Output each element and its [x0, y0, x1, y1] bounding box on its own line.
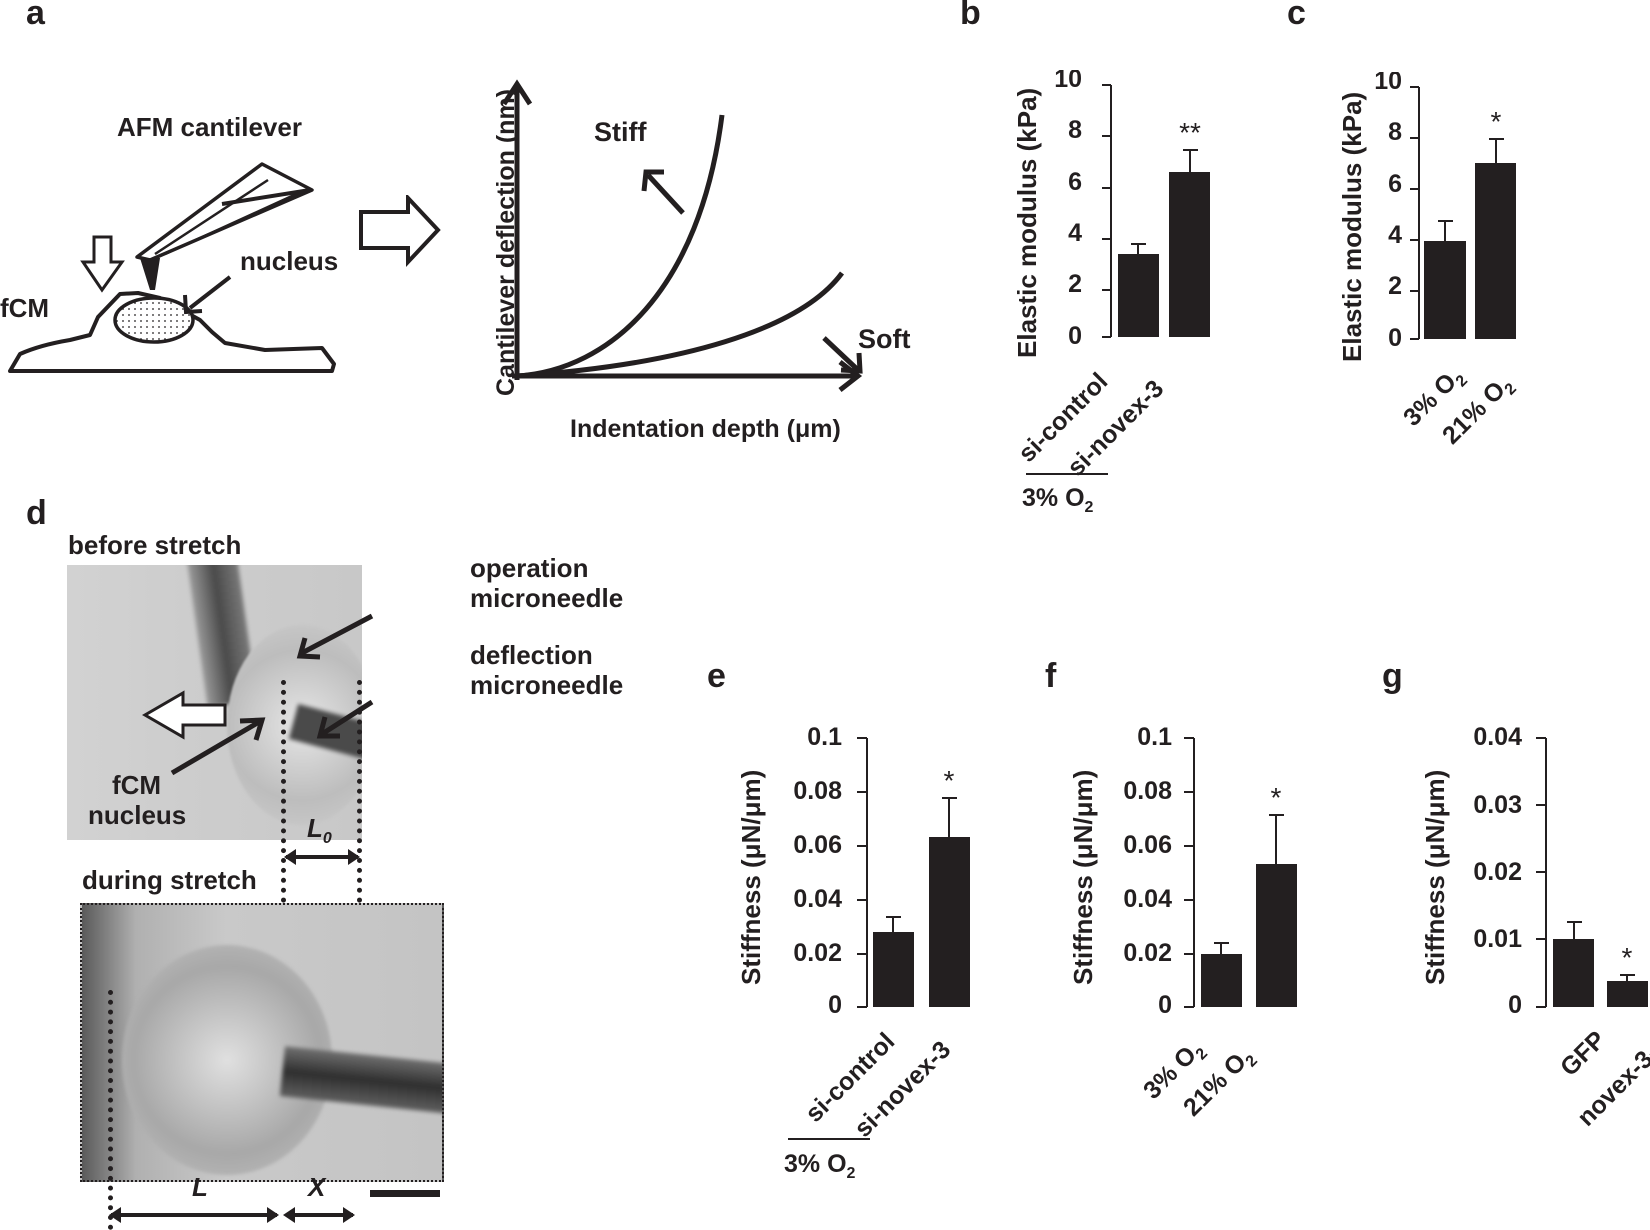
e-ylabel: Stiffness (μN/μm) — [736, 769, 766, 985]
force-indentation-curve — [501, 79, 863, 392]
svg-text:6: 6 — [1068, 168, 1082, 196]
during-stretch-label: during stretch — [82, 865, 257, 895]
panel-label-a: a — [26, 0, 45, 32]
soft-label: Soft — [858, 324, 911, 354]
bar-novex-3-1 — [1607, 981, 1648, 1007]
g-xtick-gfp: GFP — [1555, 1025, 1612, 1082]
chart-f: 0.1 0.08 0.06 0.04 0.02 0 * — [1123, 725, 1297, 1015]
svg-text:0.02: 0.02 — [1473, 858, 1522, 886]
cantilever-deflection-label: Cantilever deflection (nm) — [492, 89, 520, 396]
fcm-label: fCM — [0, 293, 50, 323]
svg-text:2: 2 — [1068, 270, 1082, 298]
during-stretch-micrograph — [80, 903, 444, 1182]
afm-cantilever-label: AFM cantilever — [117, 112, 302, 142]
svg-text:0.02: 0.02 — [793, 939, 842, 967]
bar-21-o2 — [1256, 864, 1297, 1007]
bar-si-novex-3 — [1169, 172, 1210, 337]
svg-text:0.08: 0.08 — [793, 777, 842, 805]
svg-text:**: ** — [1179, 117, 1201, 148]
svg-text:*: * — [1271, 782, 1282, 813]
chart-e: 0.1 0.08 0.06 0.04 0.02 0 * — [793, 725, 970, 1015]
svg-text:10: 10 — [1054, 70, 1082, 93]
bar-si-control — [873, 932, 914, 1007]
guide-line-l-left — [108, 990, 113, 1230]
l-label: L — [192, 1172, 208, 1202]
svg-text:6: 6 — [1388, 170, 1402, 198]
x-label: X — [308, 1172, 326, 1202]
bar-gfp — [1553, 939, 1594, 1007]
svg-text:4: 4 — [1388, 221, 1402, 249]
svg-text:0.01: 0.01 — [1473, 925, 1522, 953]
svg-text:0: 0 — [1388, 324, 1402, 352]
svg-text:0: 0 — [1508, 991, 1522, 1015]
svg-text:2: 2 — [1388, 272, 1402, 300]
bar-3-o2 — [1424, 241, 1466, 339]
panel-label-g: g — [1382, 657, 1403, 695]
pointer-arrows — [170, 613, 374, 776]
bar-3-o2 — [1201, 954, 1242, 1007]
svg-text:*: * — [944, 765, 955, 796]
svg-text:8: 8 — [1388, 118, 1402, 146]
svg-text:10: 10 — [1374, 72, 1402, 95]
svg-text:0.04: 0.04 — [1123, 885, 1172, 913]
svg-text:0.06: 0.06 — [1123, 831, 1172, 859]
cantilever-icon — [135, 162, 314, 262]
svg-text:4: 4 — [1068, 219, 1082, 247]
stiff-label: Stiff — [594, 117, 647, 147]
indentation-depth-label: Indentation depth (μm) — [570, 415, 841, 443]
nucleus-label: nucleus — [240, 246, 339, 276]
right-arrow-icon — [359, 195, 441, 268]
l0-label: L0 — [307, 813, 332, 848]
cell-outline — [8, 291, 336, 373]
bar-si-control — [1118, 254, 1159, 337]
b-group-label: 3% O2 — [1022, 484, 1094, 516]
svg-text:8: 8 — [1068, 116, 1082, 144]
panel-label-e: e — [707, 657, 726, 695]
e-group-label: 3% O2 — [784, 1150, 856, 1182]
chart-b: 10 8 6 4 2 0 ** — [1054, 70, 1210, 350]
before-stretch-label: before stretch — [68, 530, 242, 560]
panel-label-b: b — [960, 0, 981, 32]
svg-text:0: 0 — [1068, 322, 1082, 350]
svg-text:0.1: 0.1 — [807, 725, 842, 751]
panel-label-d: d — [26, 494, 47, 532]
deflection-label-2: microneedle — [470, 670, 624, 700]
left-arrow-icon — [142, 690, 227, 740]
svg-text:0: 0 — [828, 991, 842, 1015]
bar-21-o2 — [1475, 163, 1516, 339]
svg-text:0.06: 0.06 — [793, 831, 842, 859]
operation-label-1: operation — [470, 553, 589, 583]
f-ylabel: Stiffness (μN/μm) — [1068, 769, 1098, 985]
l0-arrow — [284, 849, 360, 865]
l-x-arrows — [109, 1207, 355, 1223]
svg-text:0: 0 — [1158, 991, 1172, 1015]
fcm-nucleus-label-1: fCM — [112, 770, 162, 800]
down-arrow-icon — [80, 235, 125, 293]
afm-cell-diagram — [8, 162, 336, 373]
e-group-line — [788, 1138, 870, 1140]
scale-bar — [370, 1190, 440, 1197]
stiff-curve — [516, 114, 725, 379]
g-ylabel: Stiffness (μN/μm) — [1420, 769, 1450, 985]
nucleus-ellipse — [113, 296, 195, 344]
operation-label-2: microneedle — [470, 583, 624, 613]
bar-si-novex-3 — [929, 837, 970, 1007]
b-group-line — [1026, 473, 1108, 475]
panel-label-f: f — [1045, 657, 1057, 695]
svg-text:0.1: 0.1 — [1137, 725, 1172, 751]
svg-text:0.03: 0.03 — [1473, 791, 1522, 819]
soft-curve — [516, 271, 845, 379]
fcm-nucleus-label-2: nucleus — [88, 800, 187, 830]
svg-text:0.04: 0.04 — [1473, 725, 1522, 751]
svg-text:*: * — [1491, 106, 1502, 137]
panel-label-c: c — [1287, 0, 1306, 32]
chart-c: 10 8 6 4 2 0 * — [1374, 72, 1516, 352]
svg-text:0.08: 0.08 — [1123, 777, 1172, 805]
deflection-label-1: deflection — [470, 640, 593, 670]
svg-text:0.04: 0.04 — [793, 885, 842, 913]
chart-g: 0.04 0.03 0.02 0.01 0 * — [1473, 725, 1648, 1015]
svg-text:*: * — [1622, 942, 1633, 973]
svg-text:0.02: 0.02 — [1123, 939, 1172, 967]
b-ylabel: Elastic modulus (kPa) — [1012, 87, 1042, 358]
